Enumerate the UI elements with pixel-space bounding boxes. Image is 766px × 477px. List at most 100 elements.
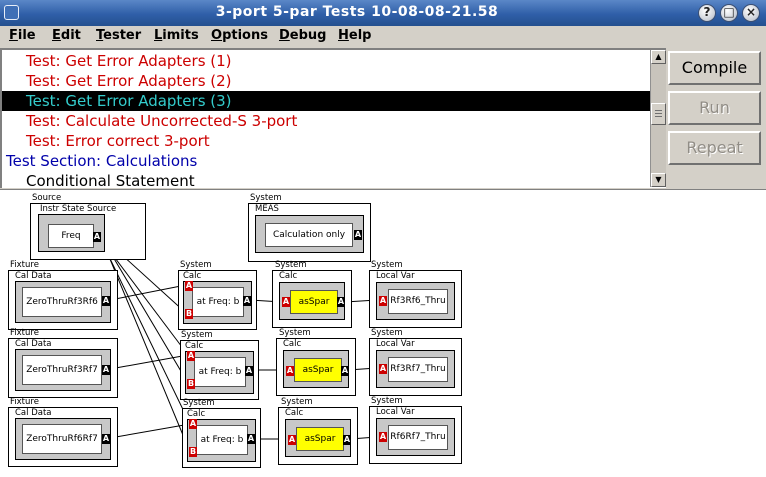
- node-category-label: System: [371, 396, 403, 406]
- calc-node[interactable]: Calc at Freq: b A B A: [178, 270, 257, 330]
- input-port[interactable]: A: [282, 297, 290, 307]
- node-category-label: System: [180, 260, 212, 270]
- test-section-header[interactable]: Test Section: Calculations: [6, 152, 198, 170]
- scroll-down-arrow-icon[interactable]: ▼: [651, 173, 666, 187]
- wire-fix3-calc3: [109, 423, 191, 439]
- asspar-node[interactable]: Calc asSpar A A: [276, 338, 356, 396]
- test-list-item[interactable]: Test: Calculate Uncorrected-S 3-port: [26, 112, 298, 130]
- node-type-label: Cal Data: [15, 339, 52, 349]
- menu-edit[interactable]: Edit: [52, 28, 81, 43]
- input-port[interactable]: A: [189, 419, 197, 429]
- node-label: Rf3Rf7_Thru: [388, 357, 448, 382]
- window-menu-icon[interactable]: [4, 5, 19, 20]
- menu-file[interactable]: File: [9, 28, 36, 43]
- fixture-node[interactable]: Cal Data ZeroThruRf3Rf7 A: [8, 338, 118, 398]
- node-type-label: Instr State Source: [40, 204, 117, 214]
- test-list-item-selected[interactable]: Test: Get Error Adapters (3): [2, 91, 651, 111]
- input-port[interactable]: A: [185, 281, 193, 291]
- asspar-node[interactable]: Calc asSpar A A: [272, 270, 352, 328]
- input-port[interactable]: B: [185, 309, 193, 319]
- flow-diagram-canvas[interactable]: Source Instr State Source Freq A System …: [0, 189, 766, 477]
- meas-node[interactable]: MEAS Calculation only A: [248, 203, 371, 262]
- local-var-node[interactable]: Local Var Rf3Rf6_Thru A: [369, 270, 462, 328]
- source-node[interactable]: Instr State Source Freq A: [30, 203, 146, 260]
- help-icon[interactable]: ?: [698, 4, 716, 22]
- node-category-label: Fixture: [10, 328, 39, 338]
- fixture-node[interactable]: Cal Data ZeroThruRf3Rf6 A: [8, 270, 118, 330]
- output-port[interactable]: A: [354, 230, 362, 240]
- node-category-label: System: [250, 193, 282, 203]
- menu-debug[interactable]: Debug: [279, 28, 327, 43]
- output-port[interactable]: A: [243, 296, 251, 306]
- input-port[interactable]: B: [189, 447, 197, 457]
- output-port[interactable]: A: [245, 366, 253, 376]
- node-category-label: System: [279, 328, 311, 338]
- title-bar[interactable]: 3-port 5-par Tests 10-08-08-21.58 ? □ ×: [0, 0, 766, 27]
- calc-node[interactable]: Calc at Freq: b A B A: [182, 408, 261, 468]
- test-list[interactable]: Test: Get Error Adapters (1) Test: Get E…: [0, 48, 666, 188]
- scroll-thumb[interactable]: [651, 103, 666, 125]
- wire-fix2-calc2: [109, 354, 189, 370]
- menu-limits[interactable]: Limits: [154, 28, 199, 43]
- test-list-item[interactable]: Test: Get Error Adapters (1): [26, 52, 232, 70]
- node-type-label: Calc: [187, 409, 206, 419]
- input-port[interactable]: A: [288, 435, 296, 445]
- input-port[interactable]: B: [187, 379, 195, 389]
- node-category-label: Source: [32, 193, 62, 203]
- input-port[interactable]: A: [379, 432, 387, 442]
- menu-help[interactable]: Help: [338, 28, 372, 43]
- node-type-label: Local Var: [376, 271, 415, 281]
- asspar-node[interactable]: Calc asSpar A A: [278, 407, 358, 465]
- node-label: Rf3Rf6_Thru: [388, 289, 448, 314]
- maximize-icon[interactable]: □: [720, 4, 738, 22]
- input-port[interactable]: A: [379, 296, 387, 306]
- menu-tester[interactable]: Tester: [96, 28, 142, 43]
- menu-options[interactable]: Options: [211, 28, 268, 43]
- menu-bar: File Edit Tester Limits Options Debug He…: [0, 26, 766, 47]
- input-port[interactable]: A: [379, 364, 387, 374]
- test-list-item[interactable]: Test: Get Error Adapters (2): [26, 72, 232, 90]
- close-icon[interactable]: ×: [742, 4, 760, 22]
- run-button[interactable]: Run: [668, 91, 761, 125]
- output-port[interactable]: A: [247, 434, 255, 444]
- calc-node[interactable]: Calc at Freq: b A B A: [180, 340, 259, 400]
- node-type-label: Local Var: [376, 407, 415, 417]
- node-type-label: MEAS: [255, 204, 279, 214]
- node-type-label: Cal Data: [15, 271, 52, 281]
- output-port[interactable]: A: [341, 366, 349, 376]
- local-var-node[interactable]: Local Var Rf6Rf7_Thru A: [369, 406, 462, 464]
- node-type-label: Calc: [183, 271, 202, 281]
- output-port[interactable]: A: [102, 365, 110, 375]
- node-label: Rf6Rf7_Thru: [388, 425, 448, 450]
- test-list-scrollbar[interactable]: ▲ ▼: [650, 50, 666, 187]
- node-label: ZeroThruRf6Rf7: [22, 424, 102, 454]
- test-list-item[interactable]: Conditional Statement: [26, 172, 195, 188]
- node-label: asSpar: [296, 427, 344, 451]
- node-label: at Freq: b: [192, 287, 244, 317]
- output-port[interactable]: A: [337, 297, 345, 307]
- node-type-label: Calc: [185, 341, 204, 351]
- compile-button[interactable]: Compile: [668, 51, 761, 85]
- node-category-label: System: [371, 328, 403, 338]
- node-label: ZeroThruRf3Rf6: [22, 287, 102, 317]
- node-category-label: Fixture: [10, 260, 39, 270]
- repeat-button[interactable]: Repeat: [668, 131, 761, 165]
- wire-fix1-calc3: [99, 237, 191, 425]
- output-port[interactable]: A: [102, 296, 110, 306]
- input-port[interactable]: A: [187, 351, 195, 361]
- node-label: asSpar: [294, 358, 342, 382]
- test-list-item[interactable]: Test: Error correct 3-port: [26, 132, 210, 150]
- output-port[interactable]: A: [343, 435, 351, 445]
- output-port[interactable]: A: [93, 232, 101, 242]
- scroll-up-arrow-icon[interactable]: ▲: [651, 50, 666, 64]
- node-type-label: Calc: [283, 339, 302, 349]
- node-type-label: Local Var: [376, 339, 415, 349]
- input-port[interactable]: A: [286, 366, 294, 376]
- node-label: ZeroThruRf3Rf7: [22, 355, 102, 385]
- fixture-node[interactable]: Cal Data ZeroThruRf6Rf7 A: [8, 407, 118, 467]
- output-port[interactable]: A: [102, 434, 110, 444]
- node-category-label: System: [281, 397, 313, 407]
- local-var-node[interactable]: Local Var Rf3Rf7_Thru A: [369, 338, 462, 396]
- node-type-label: Cal Data: [15, 408, 52, 418]
